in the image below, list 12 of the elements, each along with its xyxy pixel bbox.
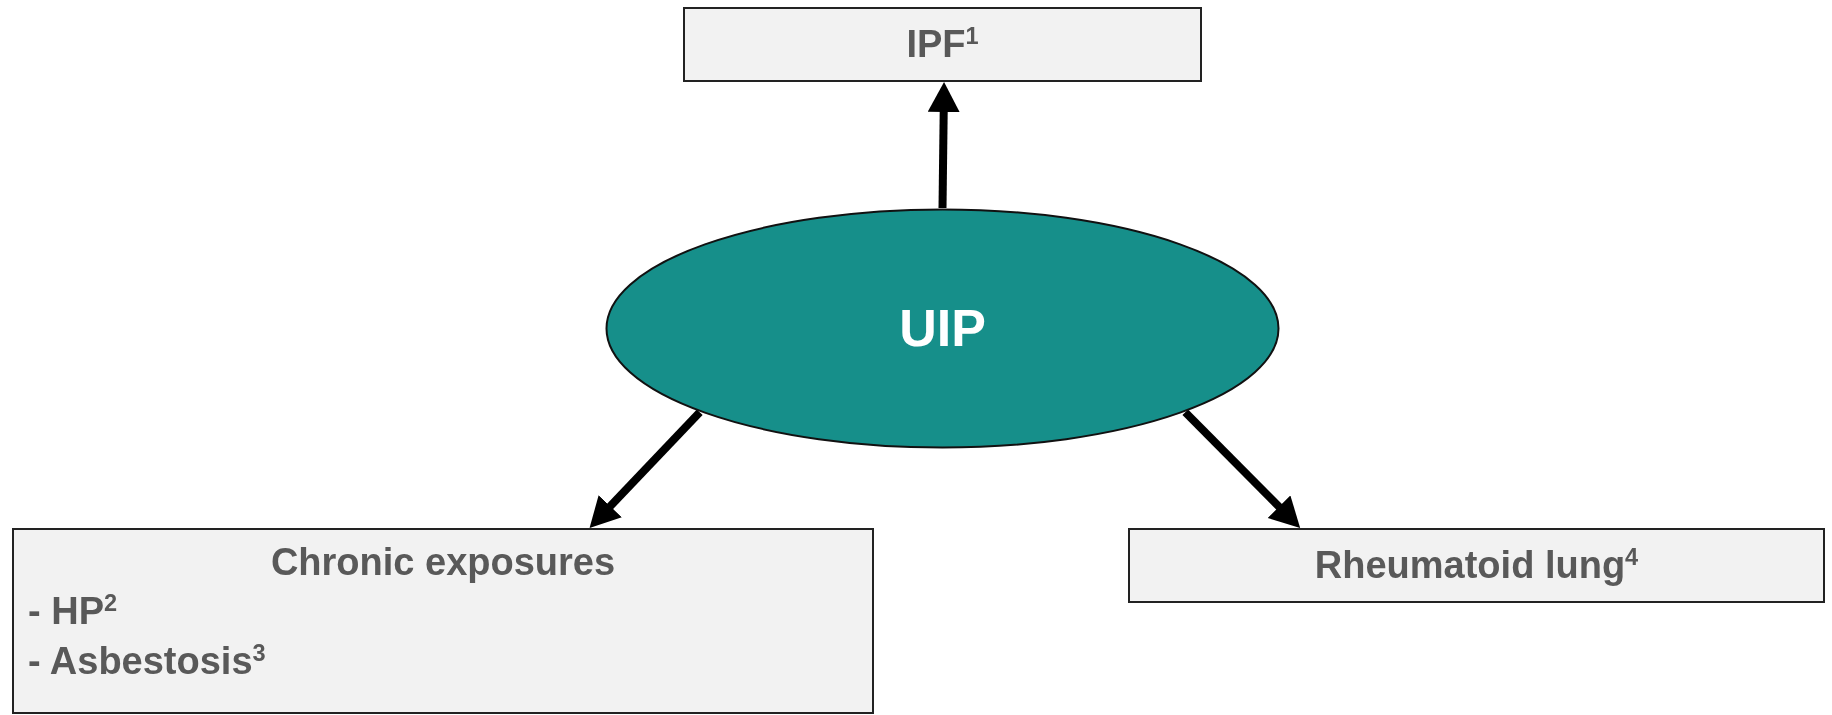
process-box bbox=[1128, 528, 1825, 603]
list-item: - HP$^{2}$ bbox=[28, 589, 119, 635]
ellipse-node bbox=[605, 208, 1280, 449]
node-label: Chronic exposures bbox=[269, 540, 617, 585]
process-box bbox=[683, 7, 1202, 82]
list-item: - Asbestosis$^{3}$ bbox=[28, 638, 267, 684]
arrow bbox=[927, 81, 960, 209]
node-label: UIP bbox=[898, 297, 987, 359]
arrow bbox=[1182, 409, 1303, 531]
node-label: Rheumatoid lung$^{4}$ bbox=[1313, 542, 1640, 588]
process-box bbox=[12, 528, 874, 714]
node-label: IPF$^{1}$ bbox=[905, 21, 980, 67]
